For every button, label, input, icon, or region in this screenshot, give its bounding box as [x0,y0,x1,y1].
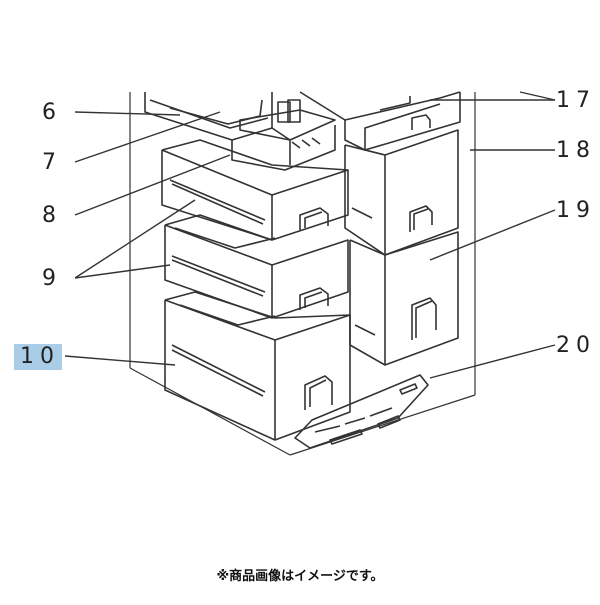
callout-17: 17 [556,88,596,113]
callout-20: 20 [556,333,596,358]
upper-tray [144,92,336,171]
case-18 [344,129,459,256]
image-disclaimer: ※商品画像はイメージです。 [216,569,384,584]
top-right-box [299,91,461,151]
callout-6: 6 [42,100,62,125]
case-9 [164,214,349,319]
callout-18: 18 [556,138,596,163]
case-8 [161,139,349,241]
case-19 [349,231,459,366]
callout-10: 10 [14,344,62,370]
bottom-tray [294,374,429,449]
callout-9: 9 [42,266,62,291]
callout-7: 7 [42,150,62,175]
callout-8: 8 [42,203,62,228]
case-10 [164,291,351,441]
leader-lines [64,91,556,379]
frame-lines [129,92,476,456]
callout-19: 19 [556,198,596,223]
